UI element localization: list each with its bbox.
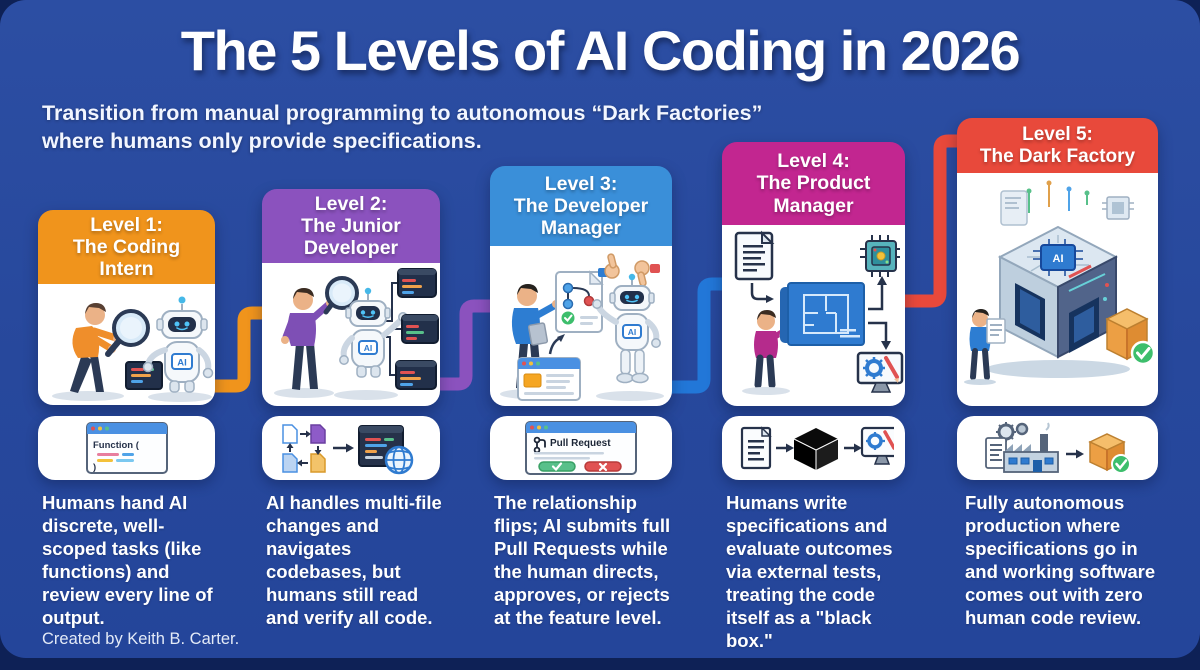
level-1-card: Level 1: The Coding Intern xyxy=(38,210,215,405)
connector-level1-level2 xyxy=(208,306,266,393)
level-1-label: Level 1: xyxy=(90,213,163,236)
chip-icon xyxy=(860,235,900,277)
level-5-name: The Dark Factory xyxy=(979,145,1136,167)
test-monitor-icon xyxy=(856,351,904,393)
circuit-lines xyxy=(1000,180,1134,226)
intern-with-magnifier-reviewing-robot-code: AI xyxy=(52,296,214,402)
level-4-icon-card xyxy=(722,416,905,480)
level-1-illustration: AI xyxy=(38,284,215,405)
level-2-illustration: AI xyxy=(262,263,440,406)
approve-button xyxy=(538,461,576,472)
subtitle-line-2: where humans only provide specifications… xyxy=(42,129,482,154)
black-box-icon xyxy=(793,428,838,470)
level-4-illustration xyxy=(722,225,905,406)
level-4-description: Humans write specifications and evaluate… xyxy=(726,492,893,651)
robot: AI xyxy=(592,273,661,384)
verified-package-icon xyxy=(1087,433,1131,474)
reject-button xyxy=(584,461,622,472)
credit-line: Created by Keith B. Carter. xyxy=(42,630,240,648)
level-1-header: Level 1: The Coding Intern xyxy=(38,210,215,284)
factory-ai-chip-label: AI xyxy=(1053,253,1064,265)
codebase-editor xyxy=(358,425,404,467)
product-manager-spec-blueprint-tests xyxy=(734,230,904,395)
globe-icon xyxy=(384,445,414,475)
function-close-text: ) xyxy=(93,462,96,473)
level-5-card: Level 5: The Dark Factory xyxy=(957,118,1158,406)
level-5-label: Level 5: xyxy=(1022,123,1093,145)
spec-document xyxy=(734,230,775,281)
level-4-label: Level 4: xyxy=(777,150,850,173)
level-4-name: The Product Manager xyxy=(756,172,871,217)
pull-request-document xyxy=(555,270,604,333)
level-3-label: Level 3: xyxy=(544,172,618,195)
thumbs-up-icon xyxy=(598,253,620,279)
level-2-header: Level 2: The Junior Developer xyxy=(262,189,440,263)
spec-to-black-box-to-tests-icon xyxy=(740,426,894,470)
subtitle-line-1: Transition from manual programming to au… xyxy=(42,101,763,125)
level-3-icon-card: Pull Request xyxy=(490,416,672,480)
blueprint xyxy=(780,282,865,346)
subtitle: Transition from manual programming to au… xyxy=(42,99,762,156)
pull-request-text: Pull Request xyxy=(550,438,611,449)
page-title: The 5 Levels of AI Coding in 2026 xyxy=(180,19,1021,82)
level-5-icon-card xyxy=(957,416,1158,480)
level-2-icon-card xyxy=(262,416,440,480)
level-1-name: The Coding Intern xyxy=(72,235,181,281)
browser-window xyxy=(517,357,581,401)
level-3-header: Level 3: The Developer Manager xyxy=(490,166,672,246)
function-snippet-window-icon: Function ( ) xyxy=(85,422,168,474)
factory-icon xyxy=(984,422,1059,473)
pull-request-glyph xyxy=(533,436,546,454)
level-4-header: Level 4: The Product Manager xyxy=(722,142,905,225)
level-2-card: Level 2: The Junior Developer xyxy=(262,189,440,406)
magnifier-icon xyxy=(105,309,150,357)
factory-cube: AI xyxy=(997,225,1119,359)
level-4-card: Level 4: The Product Manager xyxy=(722,142,905,406)
robot: AI xyxy=(339,287,408,378)
level-3-description: The relationship flips; AI submits full … xyxy=(494,492,671,628)
connector-level3-level4 xyxy=(668,277,726,394)
person-with-spec xyxy=(964,309,1006,385)
code-tablet-icon xyxy=(125,361,163,390)
level-5-illustration: AI xyxy=(957,173,1158,406)
level-1-icon-card: Function ( ) xyxy=(38,416,215,480)
spec-doc-icon xyxy=(740,426,772,470)
level-2-label: Level 2: xyxy=(314,192,388,215)
level-3-illustration: AI xyxy=(490,246,672,406)
connector-level4-level5 xyxy=(901,134,961,308)
test-monitor-icon xyxy=(860,426,894,465)
manager-approving-robot-pull-request: AI xyxy=(500,253,664,401)
level-2-description: AI handles multi-file changes and naviga… xyxy=(266,492,442,628)
magnifier-icon xyxy=(323,276,359,315)
robot-ai-badge: AI xyxy=(177,358,187,369)
file-cycle xyxy=(282,424,326,473)
level-1-description: Humans hand AI discrete, well-scoped tas… xyxy=(42,492,213,628)
level-5-description: Fully autonomous production where specif… xyxy=(965,492,1156,628)
robot-ai-badge: AI xyxy=(628,327,637,337)
level-3-card: Level 3: The Developer Manager xyxy=(490,166,672,406)
code-panels xyxy=(395,268,439,390)
function-open-text: Function ( xyxy=(93,440,140,451)
junior-developer-robot-multi-file-changes: AI xyxy=(274,268,439,400)
connector-level2-level3 xyxy=(436,299,494,391)
multi-file-cycle-to-codebase-icon xyxy=(282,424,414,475)
robot: AI xyxy=(142,296,214,393)
factory-to-verified-package-icon xyxy=(984,422,1131,474)
package-box-icon xyxy=(1105,308,1156,366)
autonomous-dark-factory-cube: AI xyxy=(964,180,1156,385)
thumbs-down-icon xyxy=(634,260,660,287)
level-5-header: Level 5: The Dark Factory xyxy=(957,118,1158,173)
robot-ai-badge: AI xyxy=(364,343,373,353)
person-junior-developer xyxy=(281,288,334,390)
level-2-name: The Junior Developer xyxy=(301,214,401,260)
pull-request-review-window-icon: Pull Request xyxy=(525,421,637,475)
level-3-name: The Developer Manager xyxy=(513,194,649,240)
